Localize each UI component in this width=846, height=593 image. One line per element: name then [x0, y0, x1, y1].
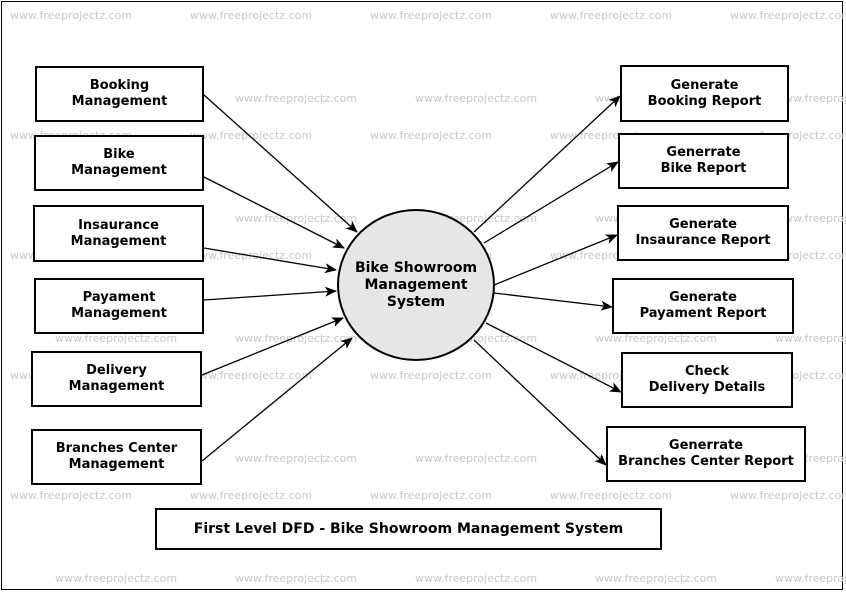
- flow-bike-to-process: [203, 176, 345, 249]
- entity-label-line: Bike: [103, 147, 135, 162]
- flow-process-to-insaurance-report: [493, 234, 618, 286]
- entity-delivery-management: Delivery Management: [31, 351, 202, 407]
- entity-label-line: Management: [71, 94, 168, 109]
- entity-label-line: Bike Report: [660, 161, 747, 176]
- flow-process-to-branches-report: [473, 339, 607, 466]
- process-label-line: Management: [364, 276, 468, 293]
- flow-booking-to-process: [203, 94, 358, 233]
- central-process: Bike Showroom Management System: [337, 209, 495, 361]
- entity-generate-insaurance-report: Generate Insaurance Report: [617, 205, 789, 261]
- entity-label-line: Check: [685, 364, 729, 379]
- entity-generate-booking-report: Generate Booking Report: [620, 65, 789, 122]
- process-label-line: Bike Showroom: [354, 259, 478, 276]
- flow-process-to-delivery-details: [485, 322, 622, 393]
- entity-generate-payament-report: Generate Payament Report: [612, 278, 794, 334]
- diagram-caption: First Level DFD - Bike Showroom Manageme…: [155, 508, 662, 550]
- entity-generrate-branches-center-report: Generrate Branches Center Report: [606, 426, 806, 482]
- entity-label-line: Branches Center Report: [618, 454, 794, 469]
- entity-label-line: Management: [68, 379, 165, 394]
- flow-payament-to-process: [203, 286, 337, 301]
- entity-label-line: Generrate: [666, 145, 741, 160]
- entity-insaurance-management: Insaurance Management: [33, 205, 204, 262]
- entity-check-delivery-details: Check Delivery Details: [621, 352, 793, 408]
- entity-label-line: Management: [70, 233, 167, 249]
- process-label-line: System: [386, 293, 446, 310]
- entity-payament-management: Payament Management: [34, 278, 204, 334]
- entity-label-line: Generate: [669, 290, 737, 305]
- flow-process-to-booking-report: [473, 95, 621, 233]
- entity-label-line: Generate: [670, 77, 739, 93]
- entity-label-line: Payament Report: [639, 306, 767, 321]
- entity-label-line: Delivery Details: [648, 380, 766, 395]
- entity-label-line: Insaurance: [78, 217, 159, 233]
- entity-label-line: Branches Center: [55, 441, 178, 456]
- flow-process-to-payament-report: [493, 292, 613, 311]
- entity-label-line: Delivery: [86, 363, 147, 378]
- flow-insaurance-to-process: [203, 247, 337, 274]
- flow-branches-to-process: [201, 337, 353, 462]
- entity-label-line: Booking: [89, 78, 150, 93]
- flow-delivery-to-process: [201, 317, 344, 376]
- entity-label-line: Generate: [669, 217, 737, 232]
- entity-bike-management: Bike Management: [34, 135, 204, 191]
- entity-label-line: Booking Report: [647, 93, 762, 109]
- entity-label-line: Payament: [82, 290, 156, 305]
- entity-label-line: Management: [68, 457, 165, 472]
- entity-label-line: Generrate: [668, 438, 744, 453]
- entity-label-line: Management: [71, 163, 167, 178]
- entity-generrate-bike-report: Generrate Bike Report: [618, 133, 789, 189]
- entity-label-line: Management: [71, 306, 167, 321]
- flow-process-to-bike-report: [483, 161, 619, 244]
- entity-branches-center-management: Branches Center Management: [31, 429, 202, 485]
- entity-booking-management: Booking Management: [35, 66, 204, 122]
- entity-label-line: Insaurance Report: [635, 233, 771, 248]
